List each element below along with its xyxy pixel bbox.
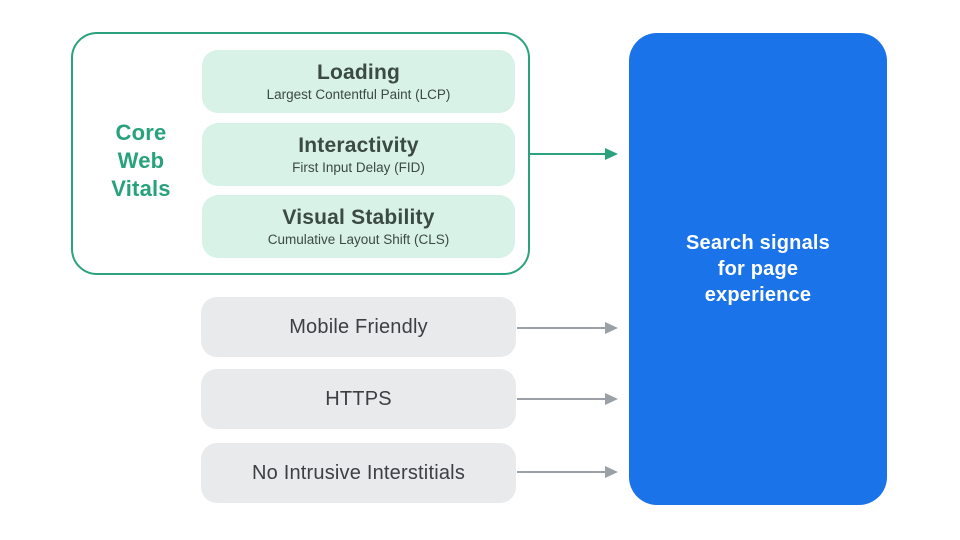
arrow-no-intrusive-interstitials-icon xyxy=(517,466,618,478)
arrow-core-web-vitals-icon xyxy=(530,148,618,160)
arrow-shaft xyxy=(530,153,608,155)
signal-label-no-intrusive-interstitials: No Intrusive Interstitials xyxy=(251,461,466,484)
arrow-mobile-friendly-icon xyxy=(517,322,618,334)
metric-title-loading: Loading xyxy=(316,60,401,84)
signal-box-mobile-friendly: Mobile Friendly xyxy=(201,297,516,357)
metric-subtitle-fid: First Input Delay (FID) xyxy=(292,159,425,175)
arrow-head xyxy=(605,393,618,405)
metric-title-visual-stability: Visual Stability xyxy=(282,205,435,229)
arrow-https-icon xyxy=(517,393,618,405)
arrow-head xyxy=(605,148,618,160)
metric-subtitle-lcp: Largest Contentful Paint (LCP) xyxy=(266,86,451,102)
metric-title-interactivity: Interactivity xyxy=(298,133,419,157)
arrow-shaft xyxy=(517,471,608,473)
arrow-shaft xyxy=(517,327,608,329)
arrow-head xyxy=(605,322,618,334)
core-web-vitals-label: Core Web Vitals xyxy=(111,120,171,201)
signal-label-mobile-friendly: Mobile Friendly xyxy=(289,315,428,338)
signal-label-https: HTTPS xyxy=(325,387,392,410)
arrow-shaft xyxy=(517,398,608,400)
metric-box-loading: Loading Largest Contentful Paint (LCP) xyxy=(202,50,515,113)
signal-box-https: HTTPS xyxy=(201,369,516,429)
metric-subtitle-cls: Cumulative Layout Shift (CLS) xyxy=(267,231,450,247)
search-signals-label: Search signals for page experience xyxy=(686,232,830,306)
search-signals-box: Search signals for page experience xyxy=(629,33,887,505)
arrow-head xyxy=(605,466,618,478)
metric-box-interactivity: Interactivity First Input Delay (FID) xyxy=(202,123,515,186)
metric-box-visual-stability: Visual Stability Cumulative Layout Shift… xyxy=(202,195,515,258)
signal-box-no-intrusive-interstitials: No Intrusive Interstitials xyxy=(201,443,516,503)
